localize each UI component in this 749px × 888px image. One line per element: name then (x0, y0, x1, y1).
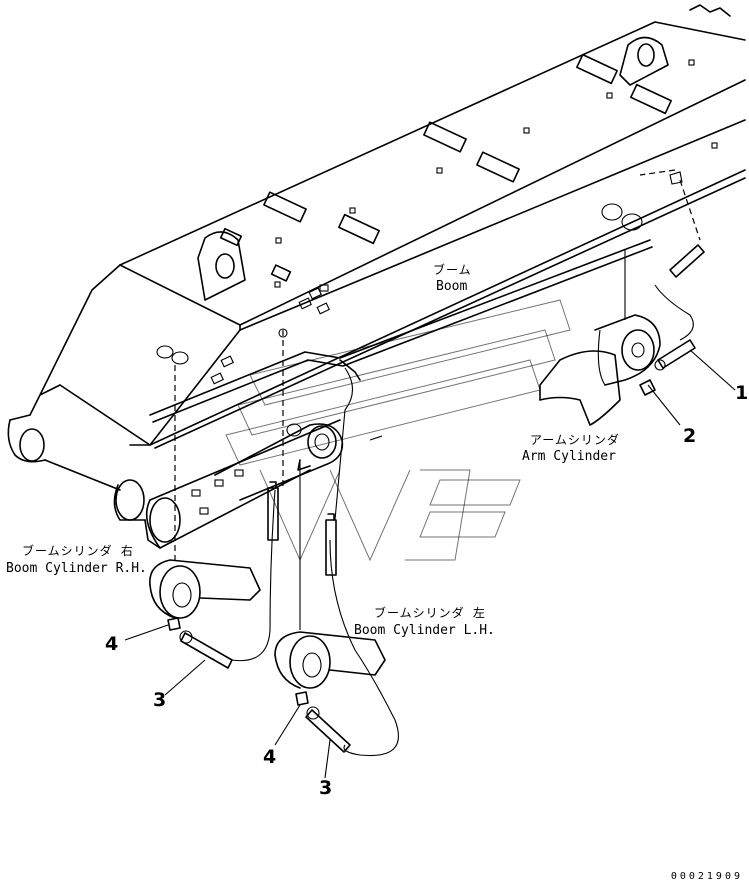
boom-label-en: Boom (436, 279, 468, 294)
side-brackets (191, 284, 330, 515)
callout-leaders (124, 349, 736, 779)
top-clamps (219, 53, 718, 288)
boom-body (7, 21, 746, 549)
arm-cylinder-label-jp: アームシリンダ (530, 433, 620, 447)
fittings-bolts (167, 171, 705, 753)
drawing-code: 00021909 (670, 871, 743, 882)
hose-lines (149, 239, 694, 757)
arm-cylinder-label-en: Arm Cylinder (522, 449, 616, 464)
arm-cylinder (539, 250, 661, 426)
cylinder-bracket-plate (214, 423, 344, 501)
boom-top-bosses (197, 4, 731, 301)
boom-cylinder-lh-label-en: Boom Cylinder L.H. (354, 623, 495, 638)
boom-cylinder-lh (274, 460, 386, 689)
callout-3-rh: 3 (153, 689, 167, 711)
callout-3-lh: 3 (319, 777, 333, 799)
callout-4-lh: 4 (263, 746, 277, 768)
boom-label-jp: ブーム (433, 263, 472, 277)
callout-1: 1 (735, 382, 749, 404)
boom-cylinder-lh-label-jp: ブームシリンダ 左 (374, 606, 486, 620)
boom-cylinder-rh-label-en: Boom Cylinder R.H. (6, 561, 147, 576)
assembly-dashed-lines (174, 169, 701, 565)
callout-4-rh: 4 (105, 633, 119, 655)
callout-2: 2 (683, 425, 697, 447)
boom-cylinder-rh (149, 559, 261, 619)
boom-cylinder-rh-label-jp: ブームシリンダ 右 (22, 544, 134, 558)
